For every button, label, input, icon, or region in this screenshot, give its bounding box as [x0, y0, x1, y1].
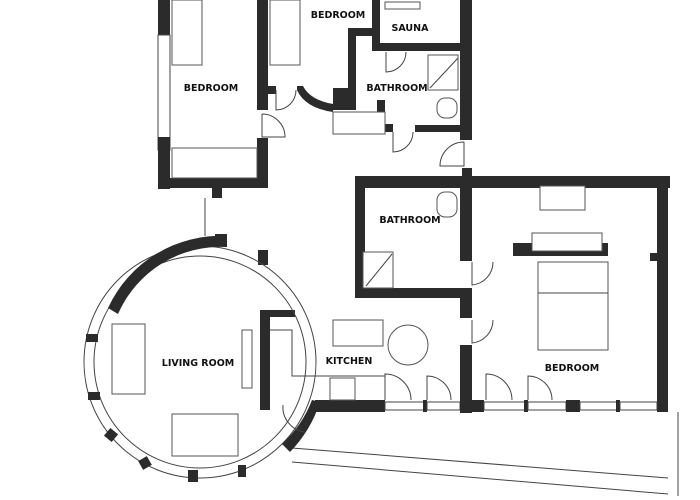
room-label-living-room: LIVING ROOM — [162, 358, 234, 369]
room-label-sauna: SAUNA — [392, 23, 430, 34]
room-label-bathroom-middle: BATHROOM — [379, 215, 440, 226]
room-label-bedroom-top: BEDROOM — [311, 10, 366, 21]
room-label-bedroom-left: BEDROOM — [184, 83, 239, 94]
room-labels: BEDROOM BEDROOM SAUNA BATHROOM BATHROOM … — [162, 10, 600, 374]
furniture — [111, 0, 609, 457]
room-label-bedroom-right: BEDROOM — [545, 363, 600, 374]
doors — [204, 51, 553, 433]
balcony — [291, 412, 679, 496]
room-label-bathroom-top: BATHROOM — [366, 83, 427, 94]
room-label-kitchen: KITCHEN — [326, 356, 373, 367]
